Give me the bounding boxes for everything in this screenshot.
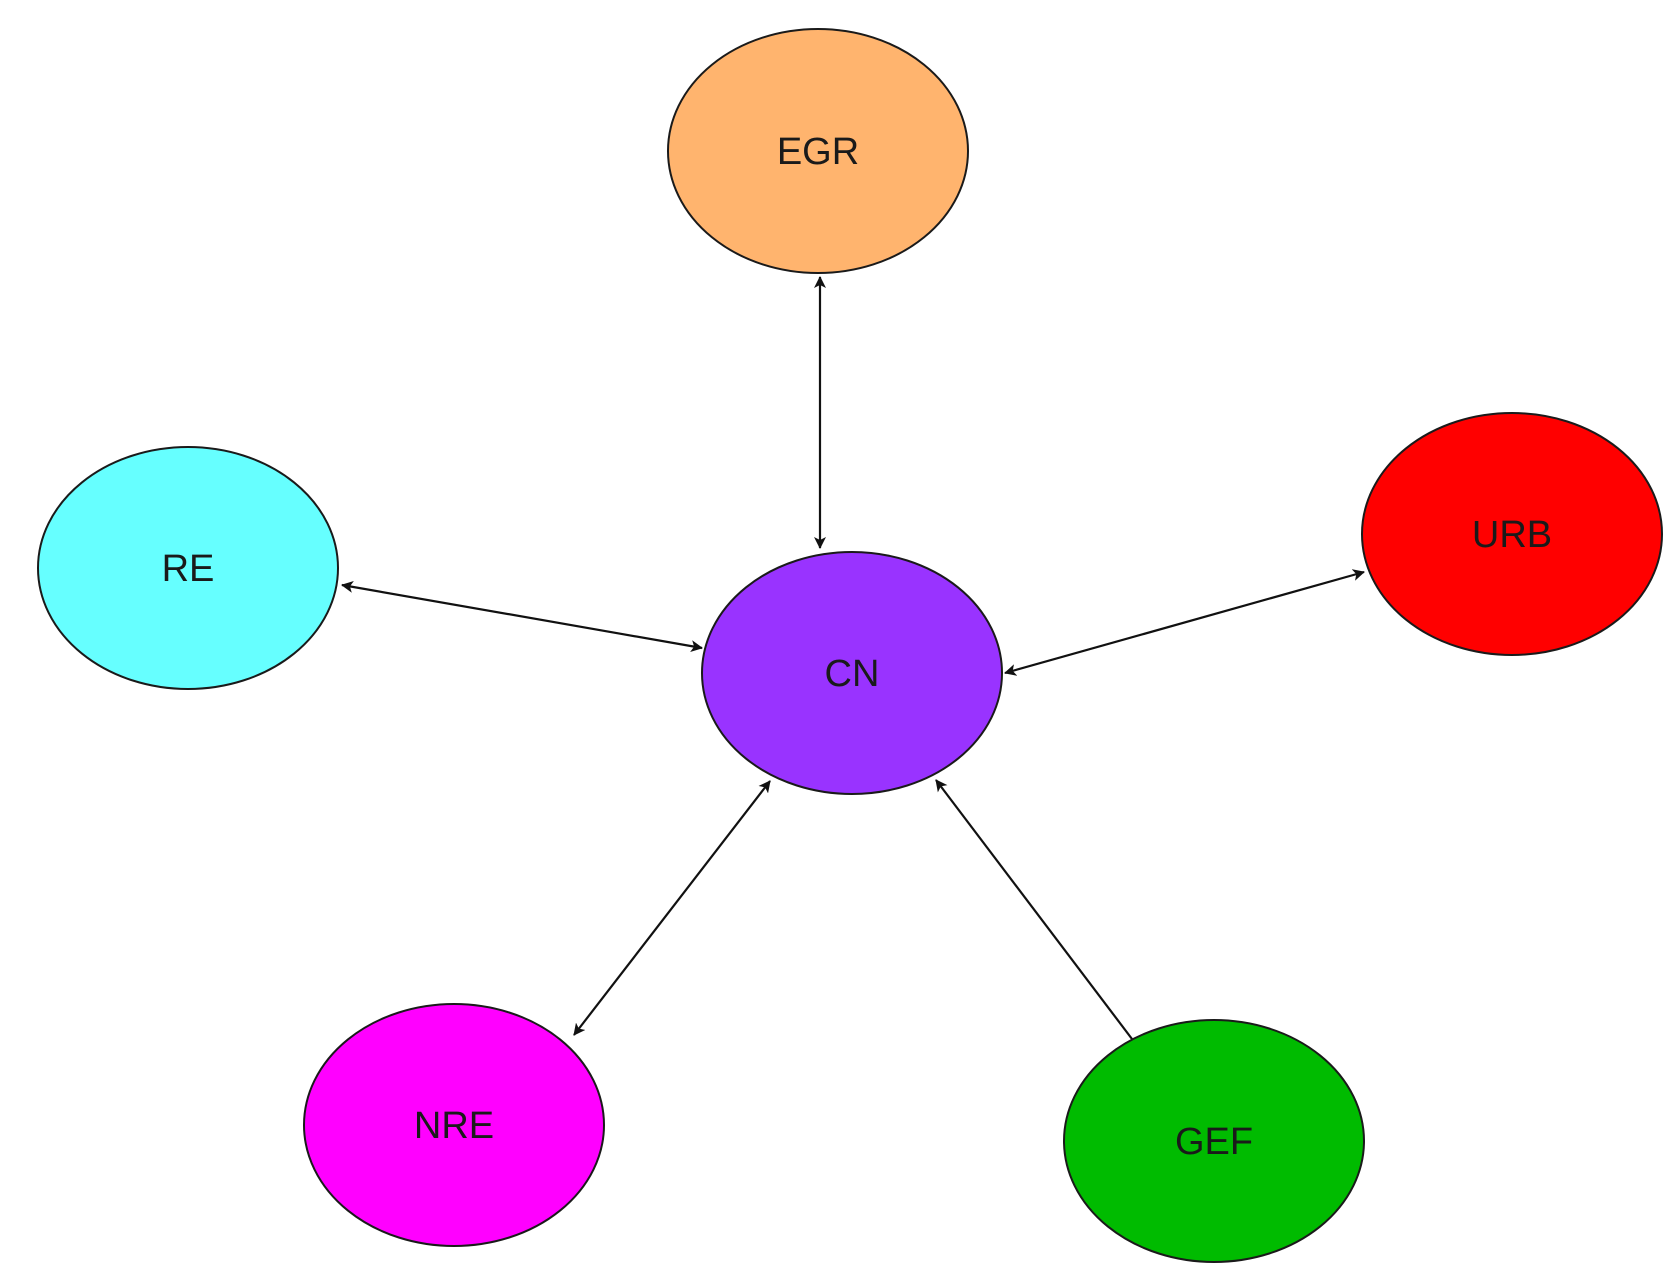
nodes-layer: EGR RE CN URB NRE GEF	[37, 28, 1663, 1263]
node-cn: CN	[701, 551, 1003, 795]
node-urb-label: URB	[1472, 514, 1552, 556]
node-cn-label: CN	[825, 653, 880, 695]
edges-layer	[341, 276, 1365, 1040]
node-nre-label: NRE	[414, 1105, 494, 1147]
edge-gef-cn	[935, 779, 1133, 1040]
edge-nre-cn	[573, 780, 771, 1036]
node-egr: EGR	[667, 28, 969, 274]
node-gef-label: GEF	[1175, 1121, 1253, 1163]
node-egr-ellipse	[667, 28, 969, 274]
node-re: RE	[37, 446, 339, 690]
node-gef-ellipse	[1063, 1019, 1365, 1263]
node-re-ellipse	[37, 446, 339, 690]
node-gef: GEF	[1063, 1019, 1365, 1263]
node-cn-ellipse	[701, 551, 1003, 795]
node-re-label: RE	[162, 548, 215, 590]
node-egr-label: EGR	[777, 131, 859, 173]
node-urb: URB	[1361, 412, 1663, 656]
node-nre-ellipse	[303, 1003, 605, 1247]
edge-re-cn	[341, 580, 703, 653]
node-urb-ellipse	[1361, 412, 1663, 656]
edge-urb-cn	[1004, 569, 1365, 676]
node-nre: NRE	[303, 1003, 605, 1247]
